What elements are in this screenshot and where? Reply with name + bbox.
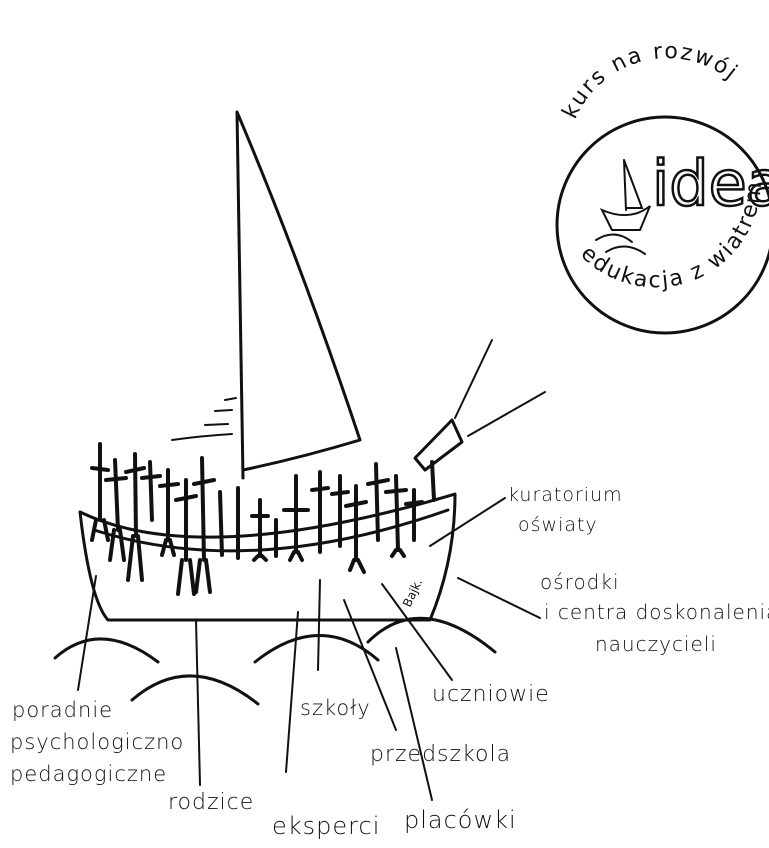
wind-lines (172, 398, 236, 440)
label-szkoly: szkoły (300, 696, 371, 720)
sail (237, 112, 360, 478)
telescope (415, 340, 545, 470)
label-kuratorium-line1: kuratorium (508, 484, 623, 506)
label-poradnie-line3: pedagogiczne (10, 762, 167, 786)
label-poradnie-line2: psychologiczno (10, 730, 184, 754)
label-przedszkola: przedszkola (370, 742, 511, 767)
label-kuratorium-line2: oświaty (518, 514, 598, 536)
label-poradnie-line1: poradnie (12, 698, 113, 722)
logo-boat-icon (596, 160, 650, 254)
label-placowki: placówki (404, 806, 517, 834)
label-osrodki-line1: ośrodki (540, 570, 620, 594)
label-osrodki-line2: i centra doskonalenia (544, 600, 769, 624)
label-osrodki-line3: nauczycieli (595, 632, 717, 656)
logo-word: idea (652, 147, 769, 220)
logo-top-arc-text: kurs na rozwój (558, 39, 743, 123)
deck-line (94, 510, 448, 551)
logo: kurs na rozwój edukacja z wiatrem w żagl… (0, 0, 769, 333)
signature: Bajk. (400, 576, 425, 609)
waves (55, 618, 495, 704)
label-eksperci: eksperci (272, 812, 380, 840)
label-rodzice: rodzice (168, 790, 254, 815)
label-uczniowie: uczniowie (432, 682, 550, 707)
